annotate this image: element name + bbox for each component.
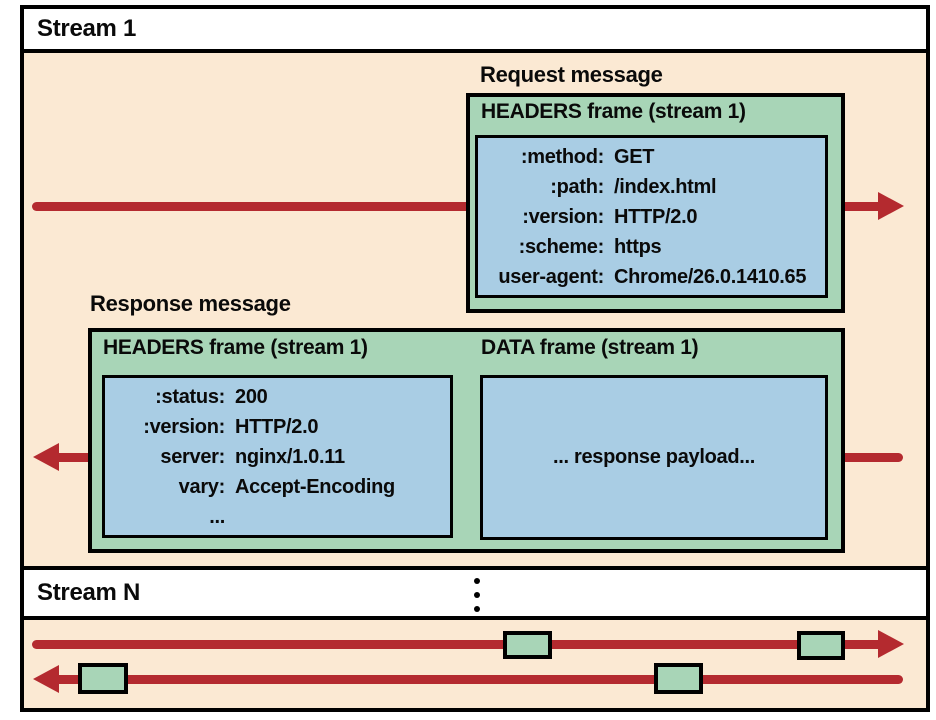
header-key: :method: xyxy=(520,145,604,168)
response-data-frame-title: DATA frame (stream 1) xyxy=(481,336,699,359)
ellipsis-dot xyxy=(474,578,480,584)
stream-n-request-arrow-line xyxy=(32,640,880,649)
header-key: :scheme: xyxy=(518,235,605,258)
stream-1-title-bar: Stream 1 xyxy=(20,5,930,53)
header-value: GET xyxy=(614,145,655,168)
ellipsis-dot xyxy=(474,606,480,612)
header-value: Accept-Encoding xyxy=(235,475,395,498)
header-key: :version: xyxy=(143,415,225,438)
frame-box xyxy=(503,631,552,659)
stream-n-response-arrow-line xyxy=(58,675,903,684)
frame-box xyxy=(654,663,703,694)
response-headers-list: :status: 200 :version: HTTP/2.0 server: ngi… xyxy=(105,378,450,535)
stream-1-label: Stream 1 xyxy=(37,15,136,42)
request-headers-frame-title: HEADERS frame (stream 1) xyxy=(481,100,746,123)
response-headers-field: :status: 200 :version: HTTP/2.0 server: ngi… xyxy=(102,375,453,538)
header-key: :status: xyxy=(155,385,225,408)
header-value: /index.html xyxy=(614,175,717,198)
stream-n-response-arrow-head-icon xyxy=(33,665,59,693)
request-message-label: Request message xyxy=(480,62,663,87)
stream-n-label: Stream N xyxy=(37,579,140,606)
header-value: https xyxy=(614,235,662,258)
header-value: HTTP/2.0 xyxy=(235,415,319,438)
stream-n-request-arrow-head-icon xyxy=(878,630,904,658)
request-headers-field: :method: GET :path: /index.html :version: H… xyxy=(475,135,828,298)
request-headers-list: :method: GET :path: /index.html :version: H… xyxy=(478,138,825,295)
response-message-label: Response message xyxy=(90,291,291,316)
header-value: nginx/1.0.11 xyxy=(235,445,345,468)
frame-box xyxy=(797,631,845,660)
header-key: ... xyxy=(209,505,225,528)
header-key: server: xyxy=(160,445,225,468)
header-key: vary: xyxy=(178,475,226,498)
header-value: HTTP/2.0 xyxy=(614,205,698,228)
response-data-field: ... response payload... xyxy=(480,375,828,540)
header-value: Chrome/26.0.1410.65 xyxy=(614,265,807,288)
response-payload-text: ... response payload... xyxy=(552,446,756,468)
header-key: user-agent: xyxy=(498,265,604,288)
response-arrow-head-icon xyxy=(33,443,59,471)
header-key: :version: xyxy=(522,205,604,228)
ellipsis-dot xyxy=(474,592,480,598)
request-arrow-line xyxy=(32,202,880,211)
header-value xyxy=(235,502,450,532)
header-value: 200 xyxy=(235,385,268,408)
response-headers-frame-title: HEADERS frame (stream 1) xyxy=(103,336,368,359)
frame-box xyxy=(78,663,128,694)
request-arrow-head-icon xyxy=(878,192,904,220)
header-key: :path: xyxy=(550,175,604,198)
stream-n-lane xyxy=(20,616,930,712)
